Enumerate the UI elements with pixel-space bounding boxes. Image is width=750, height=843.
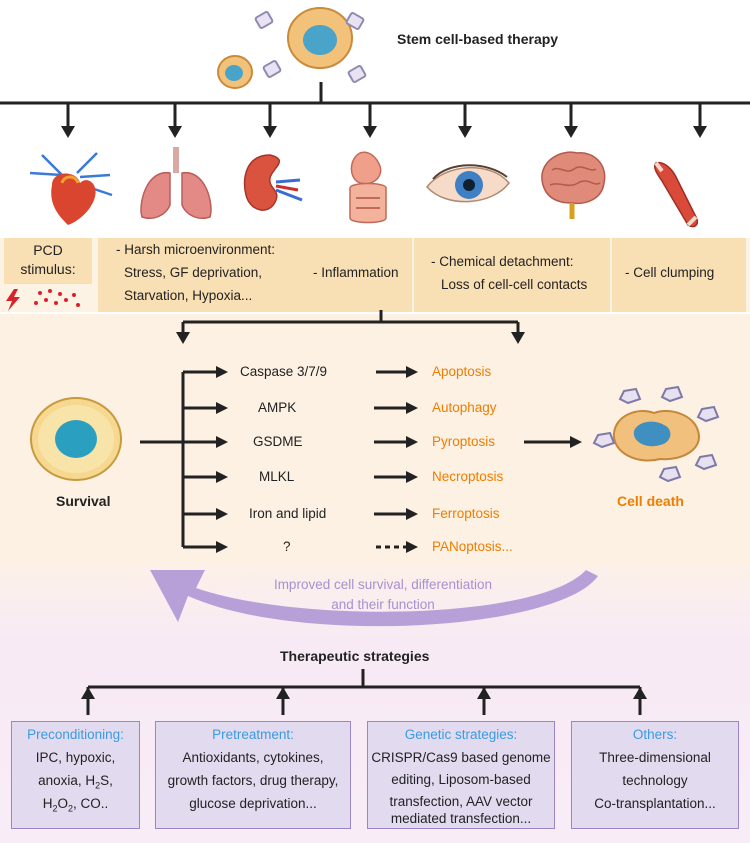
outcome-panoptosis: PANoptosis... xyxy=(432,539,513,554)
strategy-box-others xyxy=(571,721,739,829)
pretreatment-line3: glucose deprivation... xyxy=(189,796,317,811)
pcd-stimulus-box xyxy=(4,238,92,284)
precond-line3-sub1: 2 xyxy=(52,803,58,814)
genetic-line1: CRISPR/Cas9 based genome xyxy=(371,750,551,765)
stimulus-item-clumping-line1: - Cell clumping xyxy=(625,265,715,280)
stimulus-item-detachment-line2: Loss of cell-cell contacts xyxy=(441,277,588,292)
stimulus-item-inflammation xyxy=(302,238,412,312)
precond-line3-end: , CO.. xyxy=(73,796,109,811)
mediator-mlkl: MLKL xyxy=(259,469,295,484)
precond-line1: IPC, hypoxic, xyxy=(35,750,116,765)
strategy-heading-genetic: Genetic strategies: xyxy=(404,727,518,742)
pcd-stimulus-label-line2: stimulus: xyxy=(20,261,76,277)
outcome-pyroptosis: Pyroptosis xyxy=(432,434,496,449)
outcome-ferroptosis: Ferroptosis xyxy=(432,506,500,521)
strategy-arrows xyxy=(81,669,647,715)
survival-label: Survival xyxy=(56,493,111,509)
page-title: Stem cell-based therapy xyxy=(397,31,559,47)
strategy-heading-preconditioning: Preconditioning: xyxy=(27,727,124,742)
outcome-autophagy: Autophagy xyxy=(432,400,497,415)
lightning-icon xyxy=(6,289,80,311)
precond-line3-h: H xyxy=(42,796,53,811)
pretreatment-line1: Antioxidants, cytokines, xyxy=(182,750,324,765)
feedback-text-line1: Improved cell survival, differentiation xyxy=(273,577,493,592)
feedback-arrow xyxy=(150,570,598,627)
mediator-ampk: AMPK xyxy=(258,400,297,415)
pcd-stimulus-label-line1: PCD xyxy=(33,242,63,258)
genetic-line2: editing, Liposom-based xyxy=(391,772,531,787)
heart-icon xyxy=(29,152,113,225)
precond-line3: H2O2, CO.. xyxy=(11,796,140,814)
kidney-icon xyxy=(243,154,303,211)
stem-cells-illustration xyxy=(217,7,367,89)
precond-line2: anoxia, H2S, xyxy=(11,773,140,791)
precond-line2-sub: 2 xyxy=(95,780,101,791)
strategy-box-pretreatment xyxy=(155,721,351,829)
stimulus-item-detachment xyxy=(414,238,610,312)
outcome-necroptosis: Necroptosis xyxy=(432,469,504,484)
lungs-icon xyxy=(140,147,212,219)
strategies-title: Therapeutic strategies xyxy=(280,648,430,664)
pathway-arrows xyxy=(140,310,582,553)
others-line1: Three-dimensional xyxy=(599,750,711,765)
mediator-unknown: ? xyxy=(283,539,291,554)
eye-icon xyxy=(426,164,510,203)
strategy-heading-pretreatment: Pretreatment: xyxy=(212,727,294,742)
pretreatment-line2: growth factors, drug therapy, xyxy=(167,773,339,788)
distribution-arrows xyxy=(0,82,750,138)
genetic-line4: mediated transfection... xyxy=(390,811,532,826)
strategy-box-preconditioning xyxy=(11,721,140,829)
cell-death-icon xyxy=(592,385,720,483)
stimulus-item-detachment-line1: - Chemical detachment: xyxy=(431,254,574,269)
stimulus-item-harsh-line3: Starvation, Hypoxia... xyxy=(124,288,253,303)
stimulus-item-inflammation-line1: - Inflammation xyxy=(313,265,399,280)
stimulus-item-harsh-line1: - Harsh microenvironment: xyxy=(116,242,276,257)
mediator-caspase: Caspase 3/7/9 xyxy=(240,364,328,379)
precond-line3-sub2: 2 xyxy=(68,803,74,814)
stimulus-item-clumping xyxy=(612,238,746,312)
cell-death-label: Cell death xyxy=(617,493,684,509)
precond-line3-o: O xyxy=(57,796,68,811)
strategy-box-genetic xyxy=(367,721,555,829)
strategy-heading-others: Others: xyxy=(632,727,678,742)
brain-icon xyxy=(541,151,606,219)
stimulus-item-harsh xyxy=(98,238,302,312)
others-line3: Co-transplantation... xyxy=(594,796,716,811)
outcome-apoptosis: Apoptosis xyxy=(432,364,492,379)
feedback-text-line2: and their function xyxy=(331,597,435,612)
mediator-gsdme: GSDME xyxy=(253,434,303,449)
stimulus-item-harsh-line2: Stress, GF deprivation, xyxy=(124,265,263,280)
genetic-line3: transfection, AAV vector xyxy=(389,794,533,809)
muscle-icon xyxy=(653,161,699,228)
stomach-intestine-icon xyxy=(349,151,387,224)
mediator-iron-lipid: Iron and lipid xyxy=(249,506,327,521)
precond-line2-text: anoxia, H xyxy=(38,773,96,788)
survival-cell-icon xyxy=(30,397,122,481)
precond-line2-end: S, xyxy=(100,773,113,788)
others-line2: technology xyxy=(622,773,688,788)
